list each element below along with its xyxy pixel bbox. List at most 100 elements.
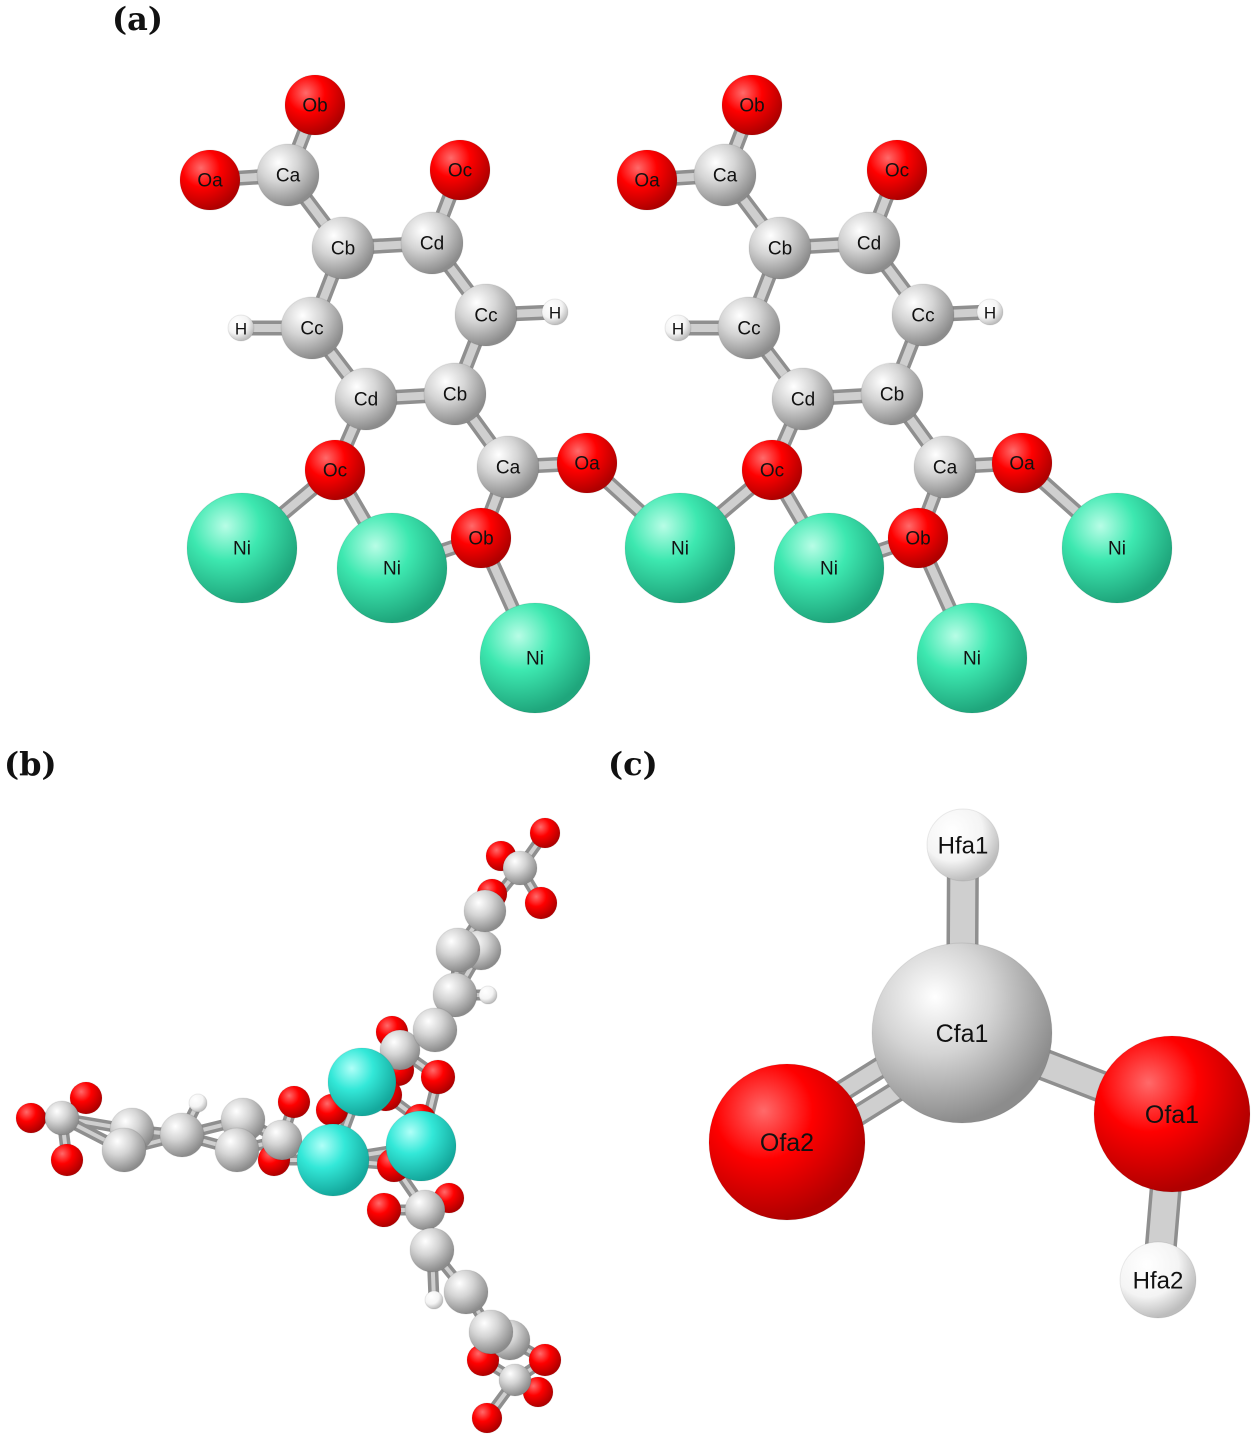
atom-sphere — [541, 298, 569, 326]
atom-label: Cb — [768, 239, 792, 260]
atom-label: Oa — [634, 171, 660, 192]
atom-label: Cb — [880, 385, 904, 406]
carbon-atom-r_cb1: Cb — [748, 216, 812, 280]
atom-sphere — [409, 1227, 455, 1273]
atom-label: Cd — [354, 390, 378, 411]
carbon-atom-l_cd1: Cd — [400, 211, 464, 275]
panel-b-structure — [15, 817, 562, 1434]
oxygen-atom — [420, 1059, 456, 1095]
atom-label: Ni — [1108, 539, 1126, 560]
atom-sphere — [708, 1063, 866, 1221]
nickel-atom-l_ni1: Ni — [186, 492, 298, 604]
atom-sphere — [214, 1127, 260, 1173]
nickel-atom — [296, 1123, 370, 1197]
atom-label: Ofa1 — [1145, 1101, 1199, 1129]
atom-label: Ob — [905, 529, 930, 550]
carbon-atom-r_cd2: Cd — [771, 367, 835, 431]
atom-label: Oa — [1009, 454, 1035, 475]
atom-sphere — [327, 1047, 397, 1117]
atom-sphere — [261, 1119, 303, 1161]
carbon-atom-l_ca2: Ca — [476, 435, 540, 499]
atom-sphere — [624, 492, 736, 604]
atom-sphere — [304, 439, 366, 501]
carbon-atom-l_cd2: Cd — [334, 367, 398, 431]
atom-sphere — [385, 1110, 457, 1182]
atom-sphere — [717, 296, 781, 360]
carbon-atom — [101, 1127, 147, 1173]
atom-sphere — [256, 143, 320, 207]
hydrogen-atom-r_h1: H — [664, 314, 692, 342]
carbon-atom-r_cc2: Cc — [891, 283, 955, 347]
atom-sphere — [771, 367, 835, 431]
carbon-atom — [432, 972, 478, 1018]
atom-sphere — [311, 216, 375, 280]
oxygen-atom — [471, 1402, 503, 1434]
oxygen-atom-r_ob2: Ob — [887, 507, 949, 569]
atom-label: Cc — [300, 319, 323, 340]
atom-label: H — [672, 320, 684, 339]
atom-sphere — [423, 362, 487, 426]
carbon-atom — [502, 850, 538, 886]
carbon-atom-l_cc2: Cc — [454, 283, 518, 347]
atom-sphere — [366, 1192, 402, 1228]
atom-sphere — [379, 1029, 421, 1071]
hydrogen-atom-l_h1: H — [227, 314, 255, 342]
atom-sphere — [741, 439, 803, 501]
oxygen-atom-l_oc2: Oc — [304, 439, 366, 501]
carbon-atom — [498, 1363, 532, 1397]
atom-label: Cc — [911, 306, 934, 327]
atom-label: Ni — [383, 559, 401, 580]
oxygen-atom-r_ob: Ob — [721, 74, 783, 136]
carbon-atom-r_cd1: Cd — [837, 211, 901, 275]
atom-sphere — [179, 149, 241, 211]
nickel-atom-r_ni3: Ni — [916, 602, 1028, 714]
atom-sphere — [991, 432, 1053, 494]
atom-label: Hfa2 — [1133, 1268, 1184, 1295]
atom-label: Ni — [233, 539, 251, 560]
hydrogen-atom-hfa2: Hfa2 — [1119, 1241, 1197, 1319]
nickel-atom-m_ni: Ni — [624, 492, 736, 604]
atom-sphere — [69, 1081, 103, 1115]
atom-label: Cb — [331, 239, 355, 260]
atom-sphere — [336, 512, 448, 624]
atom-label: Cd — [420, 234, 444, 255]
atom-label: Ob — [468, 529, 493, 550]
panel-b-label: (b) — [4, 745, 57, 783]
oxygen-atom — [524, 886, 558, 920]
carbon-atom — [404, 1189, 446, 1231]
atom-sphere — [44, 1100, 80, 1136]
carbon-atom — [379, 1029, 421, 1071]
panel-b-atoms — [15, 817, 562, 1434]
atom-sphere — [186, 492, 298, 604]
carbon-atom-r_cc1: Cc — [717, 296, 781, 360]
oxygen-atom — [50, 1143, 84, 1177]
atom-sphere — [664, 314, 692, 342]
atom-label: Ofa2 — [760, 1129, 814, 1157]
atom-sphere — [926, 808, 1000, 882]
atom-label: Cd — [857, 234, 881, 255]
atom-sphere — [471, 1402, 503, 1434]
atom-label: Oa — [197, 171, 223, 192]
atom-label: Ob — [302, 96, 327, 117]
atom-sphere — [334, 367, 398, 431]
carbon-atom — [261, 1119, 303, 1161]
carbon-atom-r_ca2: Ca — [913, 435, 977, 499]
hydrogen-atom-hfa1: Hfa1 — [926, 808, 1000, 882]
atom-sphere — [400, 211, 464, 275]
atom-sphere — [280, 296, 344, 360]
atom-sphere — [871, 942, 1053, 1124]
atom-label: Ca — [713, 166, 738, 187]
carbon-atom — [435, 927, 481, 973]
atom-sphere — [478, 985, 498, 1005]
atom-label: Ni — [671, 539, 689, 560]
atom-label: Oa — [574, 454, 600, 475]
carbon-atom-l_cb1: Cb — [311, 216, 375, 280]
atom-label: Ni — [963, 649, 981, 670]
atom-sphere — [866, 139, 928, 201]
atom-sphere — [773, 512, 885, 624]
atom-sphere — [277, 1085, 311, 1119]
atom-sphere — [528, 1343, 562, 1377]
atom-sphere — [1061, 492, 1173, 604]
